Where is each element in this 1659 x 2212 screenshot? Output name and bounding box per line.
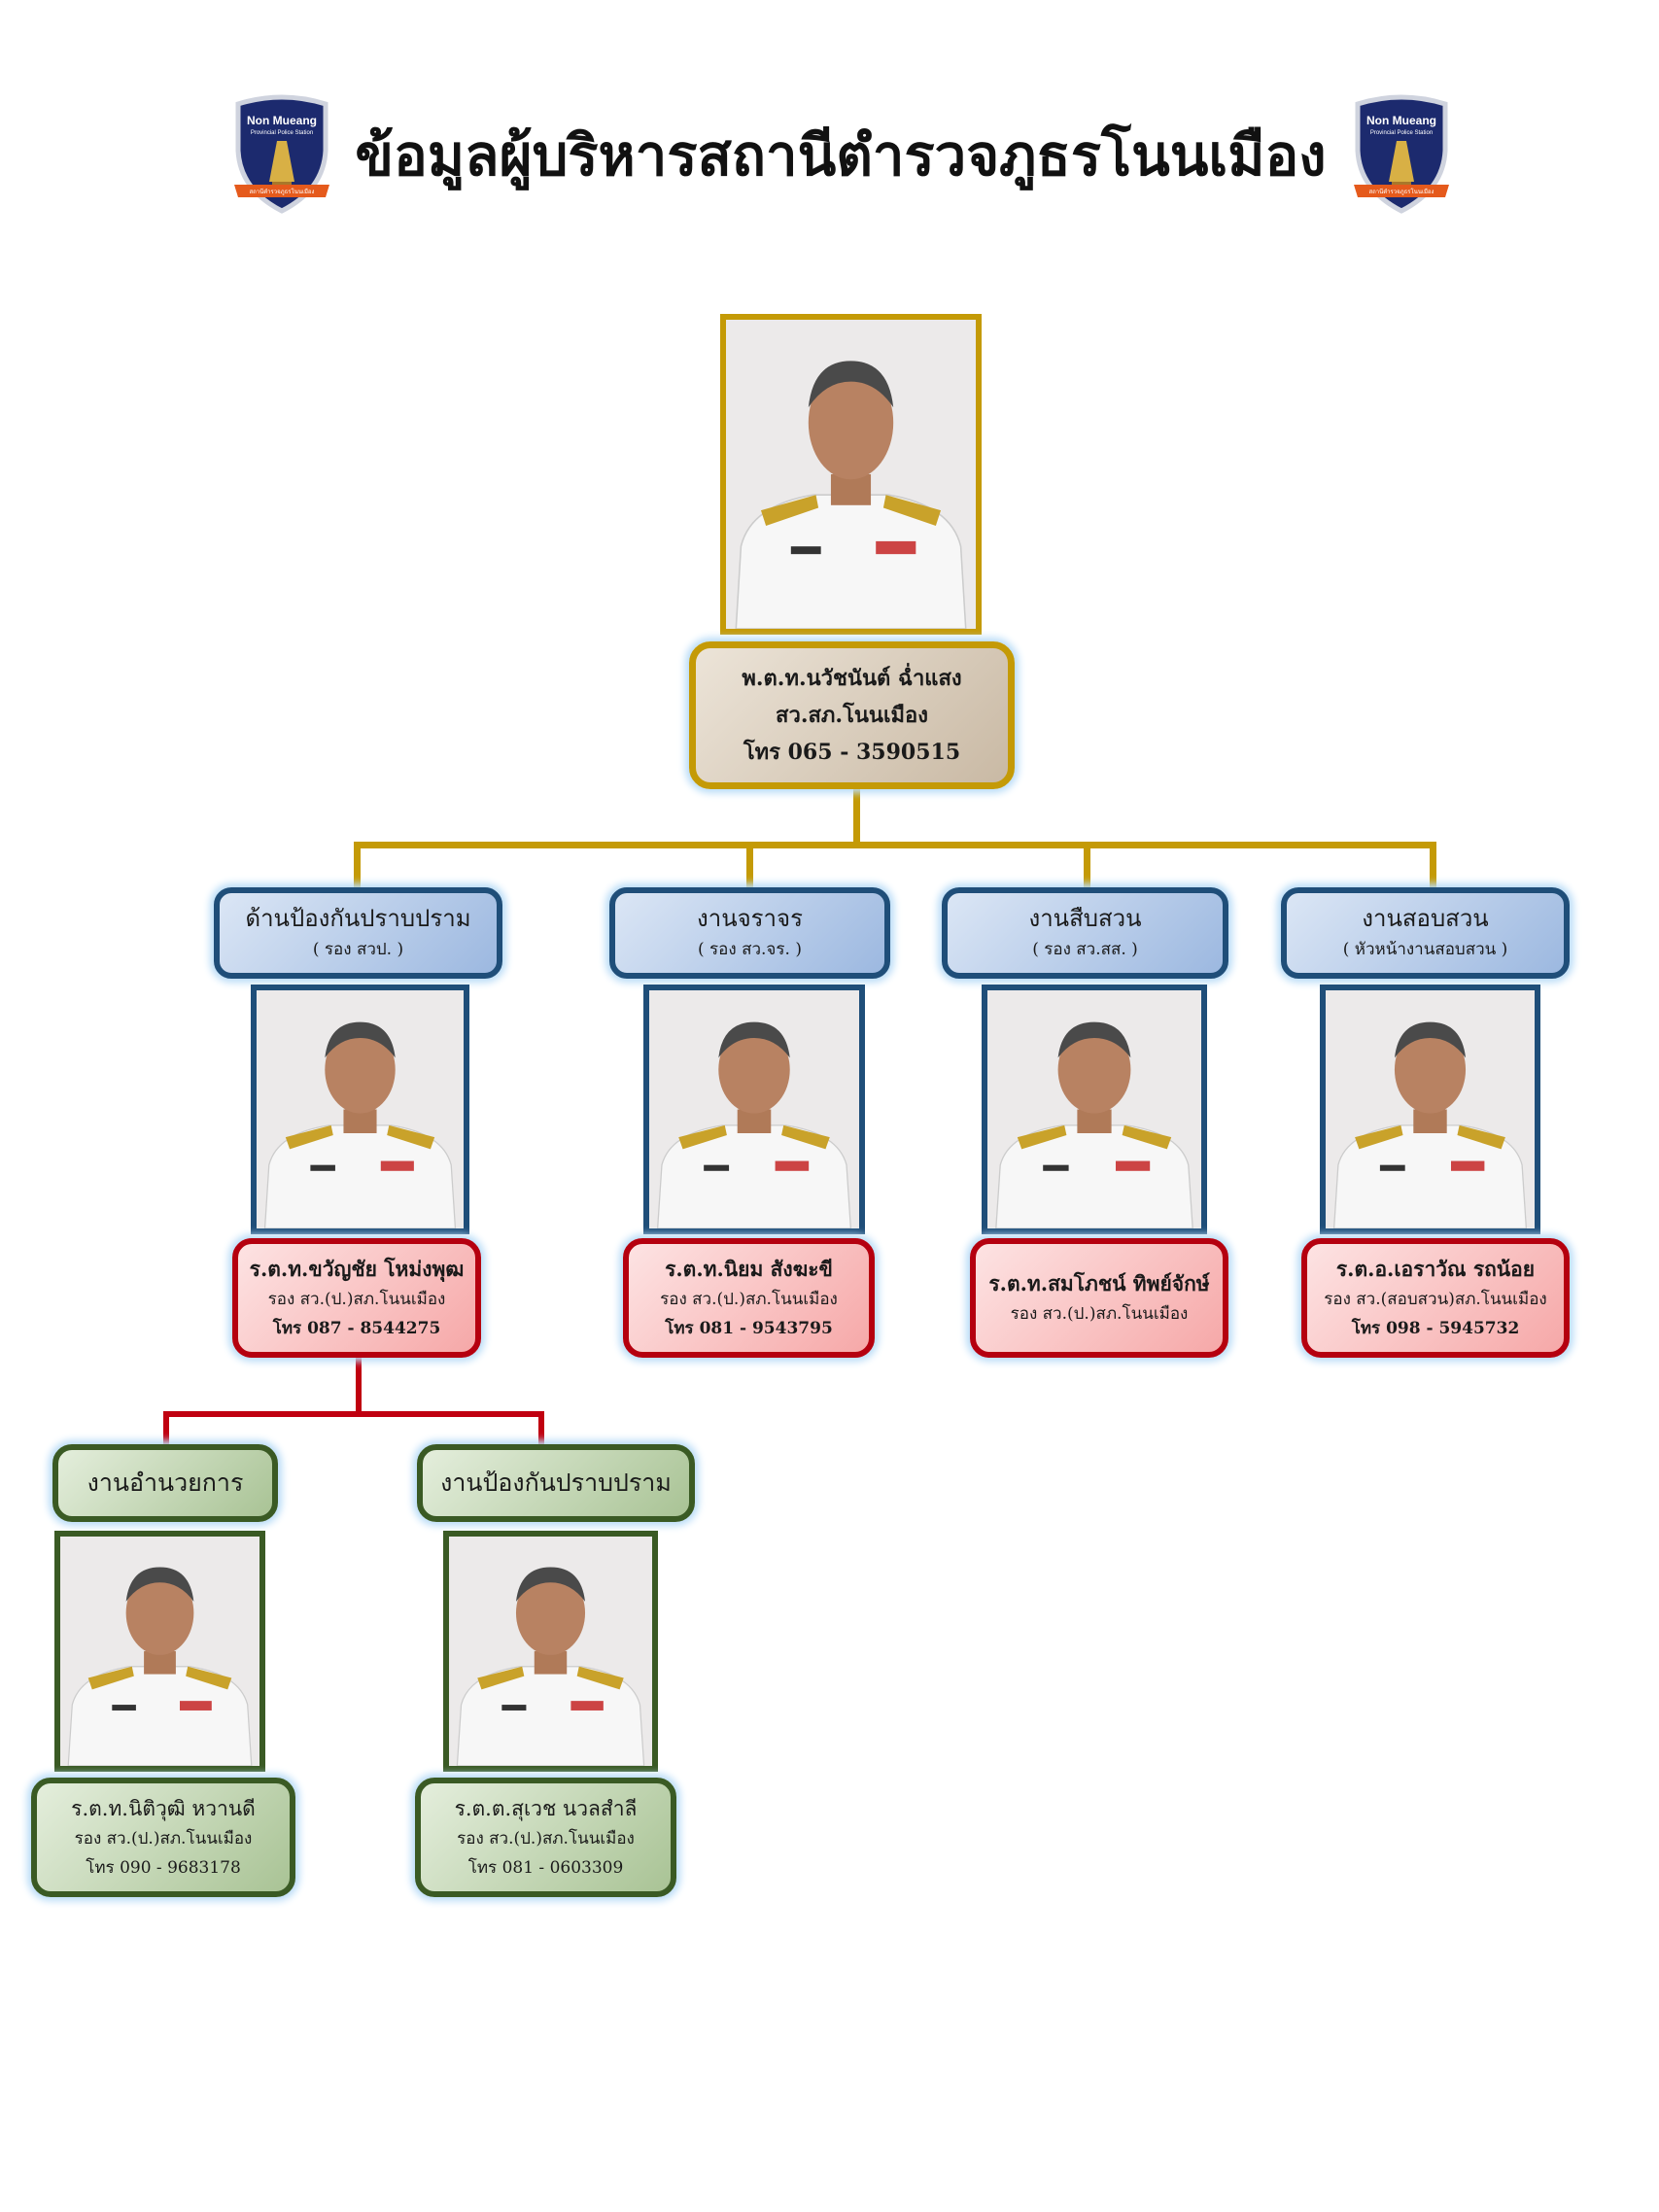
officer-position: รอง สว.(ป.)สภ.โนนเมือง: [74, 1828, 253, 1849]
officer-phone: โทร 098 - 5945732: [1351, 1318, 1520, 1338]
officer-position: รอง สว.(ป.)สภ.โนนเมือง: [457, 1828, 635, 1849]
connector-line: [354, 842, 1436, 848]
officer-name: ร.ต.ท.สมโภชน์ ทิพย์จักษ์: [988, 1270, 1210, 1296]
division-header: ด้านป้องกันปราบปราม ( รอง สวป. ): [214, 887, 502, 979]
sub-unit-header: งานอำนวยการ: [52, 1444, 278, 1522]
officer-position: รอง สว.(ป.)สภ.โนนเมือง: [1010, 1303, 1189, 1324]
logo-name-text: Non Mueang: [1366, 114, 1436, 127]
logo-ribbon-text: สถานีตำรวจภูธรโนนเมือง: [250, 188, 315, 195]
logo-subtitle-text: Provincial Police Station: [1370, 130, 1433, 136]
division-header: งานสอบสวน ( หัวหน้างานสอบสวน ): [1281, 887, 1570, 979]
connector-line: [1430, 842, 1436, 890]
chief-position: สว.สภ.โนนเมือง: [776, 703, 928, 728]
logo-name-text: Non Mueang: [247, 114, 317, 127]
officer-name: ร.ต.ท.นิยม สังฆะขี: [665, 1256, 833, 1281]
officer-position: รอง สว.(สอบสวน)สภ.โนนเมือง: [1324, 1289, 1547, 1309]
officer-position: รอง สว.(ป.)สภ.โนนเมือง: [660, 1289, 838, 1309]
officer-photo: [54, 1531, 265, 1772]
officer-photo: [1320, 985, 1540, 1234]
logo-subtitle-text: Provincial Police Station: [251, 130, 313, 136]
officer-name: ร.ต.อ.เอราวัณ รถน้อย: [1335, 1256, 1536, 1281]
connector-line: [163, 1411, 544, 1417]
chief-phone: โทร 065 - 3590515: [743, 740, 961, 765]
division-title: งานสอบสวน: [1362, 905, 1489, 932]
connector-line: [853, 789, 860, 847]
chief-info-box: พ.ต.ท.นวัชนันต์ ฉ่ำแสง สว.สภ.โนนเมือง โท…: [689, 641, 1015, 789]
sub-unit-title: งานอำนวยการ: [86, 1469, 244, 1497]
officer-name: ร.ต.ท.ขวัญชัย โหม่งพุฒ: [249, 1256, 465, 1281]
officer-phone: โทร 081 - 9543795: [665, 1318, 833, 1338]
division-title: งานจราจร: [697, 905, 803, 932]
sub-unit-header: งานป้องกันปราบปราม: [417, 1444, 695, 1522]
officer-info-box: ร.ต.ต.สุเวช นวลสำลีรอง สว.(ป.)สภ.โนนเมือ…: [415, 1778, 676, 1897]
connector-line: [163, 1411, 169, 1446]
division-subtitle: ( รอง สว.สส. ): [1032, 940, 1138, 959]
sub-unit-title: งานป้องกันปราบปราม: [440, 1469, 672, 1497]
division-subtitle: ( รอง สวป. ): [312, 940, 404, 959]
officer-phone: โทร 081 - 0603309: [467, 1857, 624, 1878]
page-title: ข้อมูลผู้บริหารสถานีตำรวจภูธรโนนเมือง: [355, 122, 1327, 189]
division-title: งานสืบสวน: [1028, 905, 1142, 932]
officer-info-box: ร.ต.ท.สมโภชน์ ทิพย์จักษ์รอง สว.(ป.)สภ.โน…: [970, 1238, 1228, 1358]
connector-line: [538, 1411, 544, 1446]
chief-name: พ.ต.ท.นวัชนันต์ ฉ่ำแสง: [742, 666, 962, 691]
officer-photo: [251, 985, 469, 1234]
officer-photo: [643, 985, 865, 1234]
connector-line: [356, 1358, 362, 1416]
officer-photo: [982, 985, 1207, 1234]
connector-line: [354, 842, 361, 890]
officer-name: ร.ต.ท.นิติวุฒิ หวานดี: [71, 1796, 256, 1820]
officer-photo: [443, 1531, 658, 1772]
officer-info-box: ร.ต.ท.ขวัญชัย โหม่งพุฒรอง สว.(ป.)สภ.โนนเ…: [232, 1238, 481, 1358]
officer-info-box: ร.ต.อ.เอราวัณ รถน้อยรอง สว.(สอบสวน)สภ.โน…: [1301, 1238, 1570, 1358]
connector-line: [746, 842, 753, 890]
logo-ribbon-text: สถานีตำรวจภูธรโนนเมือง: [1369, 188, 1434, 195]
division-header: งานสืบสวน ( รอง สว.สส. ): [942, 887, 1228, 979]
chief-photo: [720, 314, 982, 635]
division-title: ด้านป้องกันปราบปราม: [245, 905, 471, 932]
officer-info-box: ร.ต.ท.นิติวุฒิ หวานดีรอง สว.(ป.)สภ.โนนเม…: [31, 1778, 295, 1897]
officer-phone: โทร 090 - 9683178: [86, 1857, 241, 1878]
officer-info-box: ร.ต.ท.นิยม สังฆะขีรอง สว.(ป.)สภ.โนนเมือง…: [623, 1238, 875, 1358]
officer-position: รอง สว.(ป.)สภ.โนนเมือง: [267, 1289, 446, 1309]
officer-phone: โทร 087 - 8544275: [272, 1318, 441, 1338]
division-header: งานจราจร ( รอง สว.จร. ): [609, 887, 890, 979]
connector-line: [1084, 842, 1090, 890]
division-subtitle: ( รอง สว.จร. ): [698, 940, 802, 959]
officer-name: ร.ต.ต.สุเวช นวลสำลี: [454, 1796, 638, 1820]
division-subtitle: ( หัวหน้างานสอบสวน ): [1342, 940, 1508, 959]
